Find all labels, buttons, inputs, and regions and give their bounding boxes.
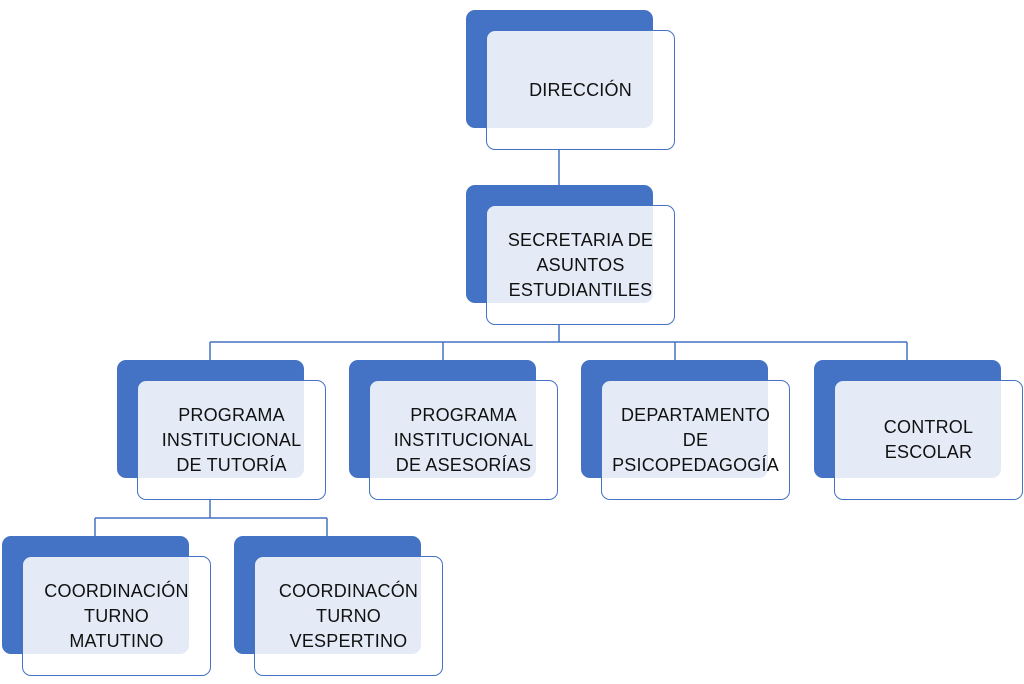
node-control-box: CONTROL ESCOLAR — [834, 380, 1023, 500]
node-psicopedagogia-box: DEPARTAMENTO DE PSICOPEDAGOGÍA — [601, 380, 790, 500]
node-secretaria-box: SECRETARIA DE ASUNTOS ESTUDIANTILES — [486, 205, 675, 325]
node-matutino-box: COORDINACIÓN TURNO MATUTINO — [22, 556, 211, 676]
node-direccion-box: DIRECCIÓN — [486, 30, 675, 150]
node-tutoria-label: PROGRAMA INSTITUCIONAL DE TUTORÍA — [161, 404, 302, 475]
node-asesorias-label: PROGRAMA INSTITUCIONAL DE ASESORÍAS — [393, 404, 534, 475]
node-direccion-label: DIRECCIÓN — [529, 79, 632, 100]
node-vespertino-box: COORDINACÓN TURNO VESPERTINO — [254, 556, 443, 676]
node-matutino-label: COORDINACIÓN TURNO MATUTINO — [44, 580, 189, 651]
node-asesorias-box: PROGRAMA INSTITUCIONAL DE ASESORÍAS — [369, 380, 558, 500]
node-vespertino-label: COORDINACÓN TURNO VESPERTINO — [278, 580, 419, 651]
node-tutoria-box: PROGRAMA INSTITUCIONAL DE TUTORÍA — [137, 380, 326, 500]
node-secretaria-label: SECRETARIA DE ASUNTOS ESTUDIANTILES — [507, 229, 654, 300]
node-psicopedagogia-label: DEPARTAMENTO DE PSICOPEDAGOGÍA — [612, 404, 779, 475]
node-control-label: CONTROL ESCOLAR — [883, 417, 974, 462]
